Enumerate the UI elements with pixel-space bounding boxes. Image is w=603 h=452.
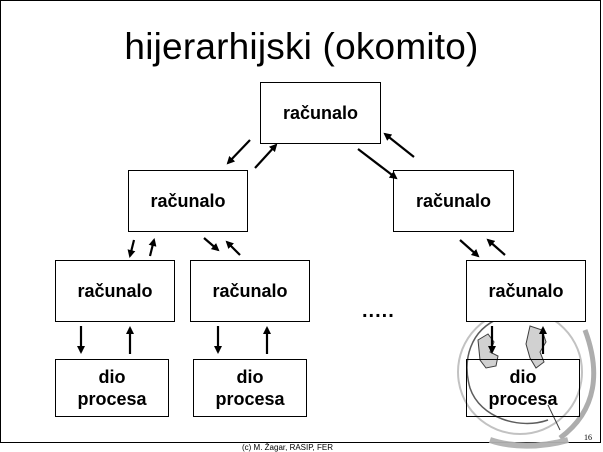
arrow-midleft-to-leaf2: [203, 237, 220, 252]
arrow-midleft-to-leaf1: [127, 239, 136, 258]
node-mid-left: računalo: [128, 170, 248, 232]
slide-title: hijerarhijski (okomito): [124, 26, 479, 67]
node-top: računalo: [260, 82, 381, 144]
process-label-line1: dio: [236, 367, 264, 387]
process-box-3: dio procesa: [466, 359, 580, 417]
process-label-line1: dio: [98, 367, 126, 387]
process-box-1: dio procesa: [55, 359, 169, 417]
arrow-top-to-midleft: [226, 139, 251, 165]
ellipsis-more-nodes: .....: [362, 300, 395, 322]
arrow-leaf1-to-midleft: [148, 238, 157, 257]
arrow-midleft-to-top: [254, 143, 278, 169]
node-leaf-3: računalo: [466, 260, 586, 322]
arrow-leaf3-to-midright: [486, 238, 506, 256]
arrow-leaf2-to-midleft: [225, 240, 241, 256]
process-label-line2: procesa: [488, 389, 558, 409]
arrow-midright-to-top: [383, 132, 415, 158]
process-label-line2: procesa: [77, 389, 147, 409]
arrow-midright-to-leaf3: [459, 239, 480, 258]
page-number: 16: [584, 433, 592, 442]
arrow-top-to-midright: [357, 148, 398, 180]
footer-copyright: (c) M. Žagar, RASIP, FER: [242, 443, 333, 452]
process-label-line2: procesa: [215, 389, 285, 409]
process-box-2: dio procesa: [193, 359, 307, 417]
node-leaf-1: računalo: [55, 260, 175, 322]
node-mid-right: računalo: [393, 170, 514, 232]
node-leaf-2: računalo: [190, 260, 310, 322]
process-label-line1: dio: [509, 367, 537, 387]
